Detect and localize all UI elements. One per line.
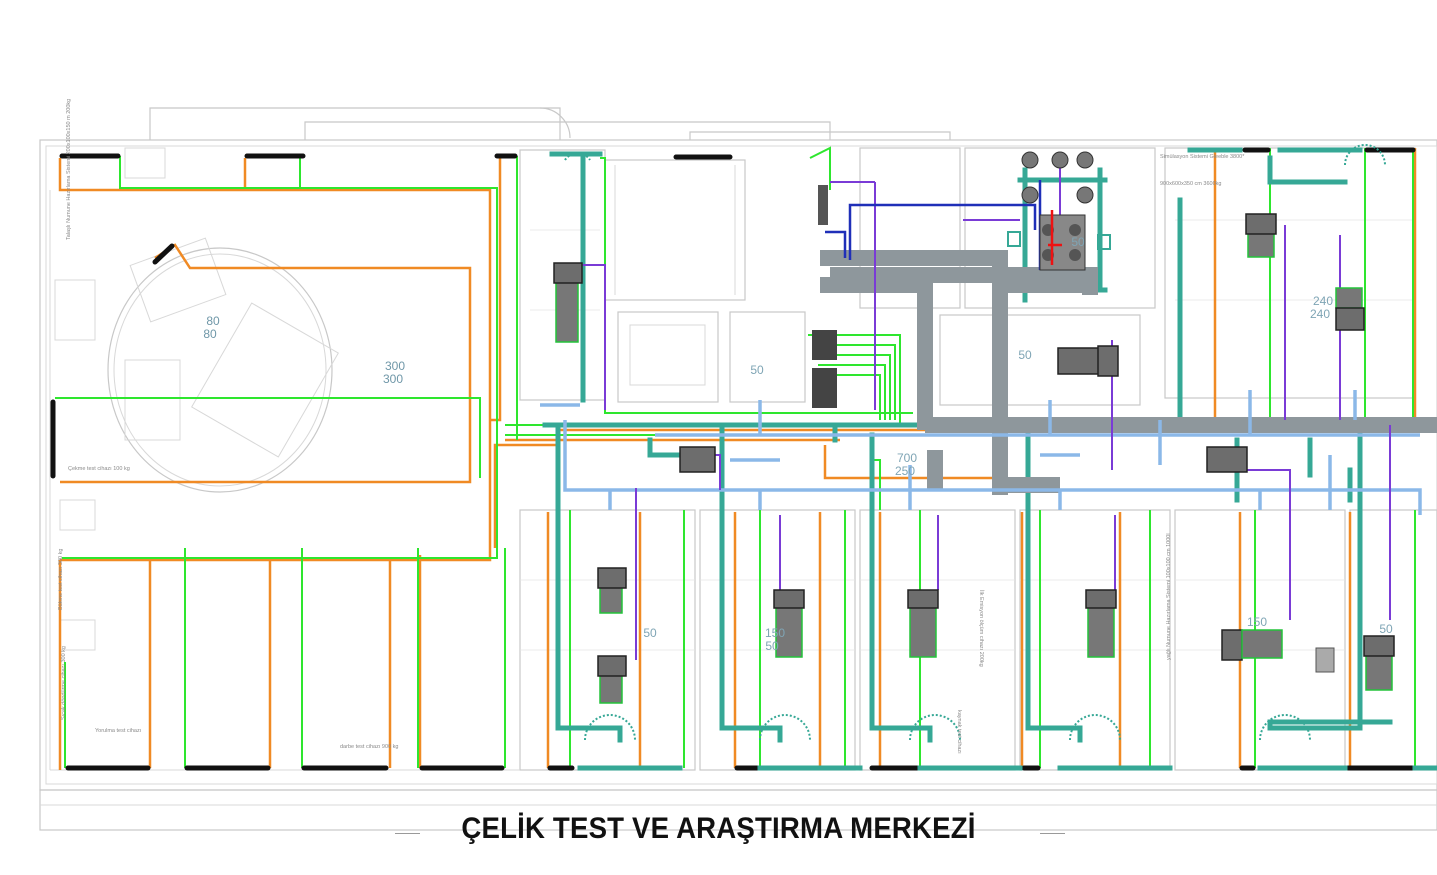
purple-pipes [583, 160, 1391, 660]
caption-rule-right [1040, 833, 1065, 834]
mechanical-equipment [812, 151, 1111, 408]
equipment-note: Talaşlı Numune Hazırlama Sistemi 200x100… [66, 99, 72, 240]
room-labels: 80 80 300 300 50 50 700 250 240 240 150 … [203, 235, 1393, 653]
room-number: 50 [750, 363, 764, 377]
room-number: 250 [895, 464, 915, 478]
equipment-note: Simülasyon Sistemi Gleeble 3800* [1160, 154, 1245, 160]
equipment-note: İlk Emisyon ölçüm cihazı 200kg [978, 590, 985, 667]
room-number: 300 [385, 359, 405, 373]
equipment-note: Sıcak döndürme cihazı 300 kg [61, 646, 67, 720]
equipment-notes: Talaşlı Numune Hazırlama Sistemi 200x100… [58, 99, 1245, 754]
fan-coil-units [553, 213, 1395, 704]
room-number: 150 [1247, 615, 1267, 629]
equipment-note: Yorulma test cihazı [95, 728, 141, 734]
drawing-caption: ÇELİK TEST VE ARAŞTIRMA MERKEZİ [461, 812, 976, 845]
teal-pipes [542, 155, 1437, 743]
caption-container: ÇELİK TEST VE ARAŞTIRMA MERKEZİ [0, 812, 1437, 846]
room-number: 50 [643, 626, 657, 640]
room-number: 80 [203, 327, 217, 341]
ducts [820, 250, 1437, 495]
room-number: 50 [1071, 235, 1085, 249]
room-number: 50 [1379, 622, 1393, 636]
room-number: 700 [897, 451, 917, 465]
room-number: 150 [765, 626, 785, 640]
window-bars [50, 147, 1416, 771]
equipment-note: darbe test cihazı 900 kg [340, 744, 398, 750]
room-number: 50 [1018, 348, 1032, 362]
equipment-note: Bükme test cihazı 300 kg [58, 549, 64, 610]
room-number: 80 [206, 314, 220, 328]
light-blue-pipes [540, 390, 1422, 515]
equipment-note: Çekme test cihazı 100 kg [68, 466, 130, 472]
room-number: 50 [765, 639, 779, 653]
room-number: 240 [1313, 294, 1333, 308]
caption-rule-left [395, 833, 420, 834]
stairs [614, 165, 736, 295]
equipment-note: yağlı Numune Hazırlama Sistemi 100x100 c… [1166, 533, 1172, 660]
room-number: 300 [383, 372, 403, 386]
room-number: 240 [1310, 307, 1330, 321]
diffusers [549, 144, 1437, 771]
equipment-note: kaynak test cihazı [956, 710, 962, 754]
equipment-note: 900x600x350 cm 3600kg [1160, 181, 1221, 187]
